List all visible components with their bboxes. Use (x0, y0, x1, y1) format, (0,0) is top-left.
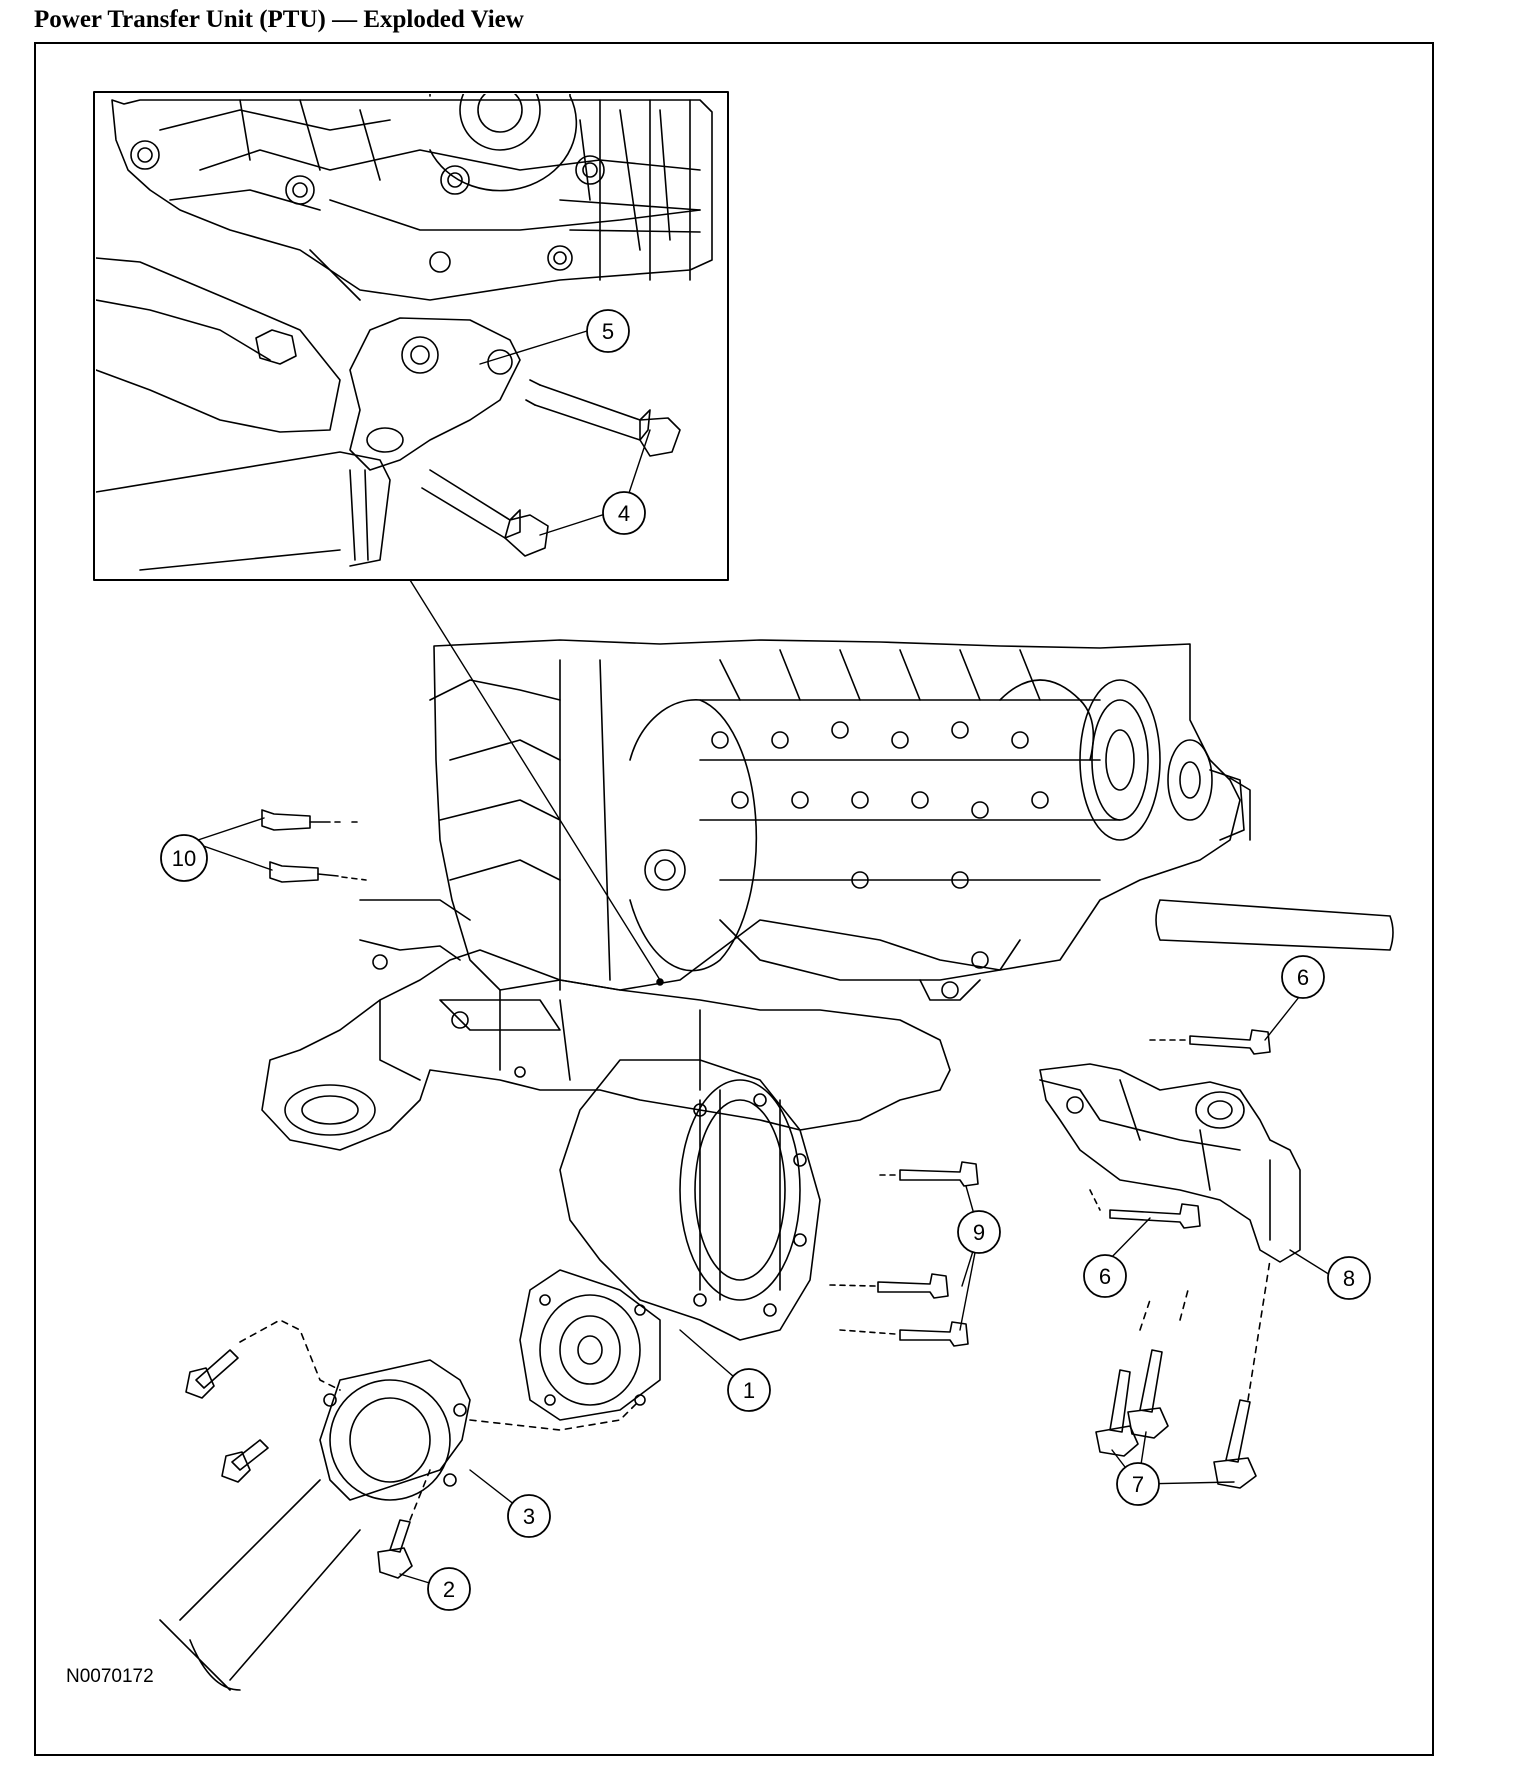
bolts-10 (261, 809, 367, 883)
mount-bracket (1039, 1063, 1301, 1263)
power-transfer-unit (519, 1059, 821, 1421)
bolts-2 (185, 1319, 641, 1579)
ptu-cover-bolts (693, 1093, 807, 1317)
bolts-7 (1095, 1259, 1271, 1489)
callout-3-label: 3 (523, 1504, 535, 1529)
callout-markers (160, 309, 1371, 1611)
detail-inset (93, 91, 729, 581)
callout-4-label: 4 (618, 501, 630, 526)
figure-title: Power Transfer Unit (PTU) — Exploded Vie… (34, 6, 524, 33)
engine-transmission-assembly (429, 639, 1251, 1001)
figure-frame (34, 42, 1434, 1756)
callout-2 (427, 1567, 471, 1611)
callout-6a (1281, 955, 1325, 999)
subframe-crossmember (261, 899, 951, 1151)
callout-7 (1116, 1462, 1160, 1506)
callout-5-label: 5 (602, 319, 614, 344)
figure-id: N0070172 (66, 1666, 154, 1687)
callout-7-label: 7 (1132, 1472, 1144, 1497)
callout-10-label: 10 (172, 846, 196, 871)
callout-6b (1083, 1254, 1127, 1298)
callout-9 (957, 1210, 1001, 1254)
bolts-9 (829, 1161, 979, 1347)
callout-4 (602, 491, 646, 535)
callout-6a-label: 6 (1297, 965, 1309, 990)
callout-1 (727, 1368, 771, 1412)
bolts-6 (1089, 1029, 1271, 1229)
callout-5 (586, 309, 630, 353)
callout-labels: 1 2 3 4 5 6 6 7 8 9 10 (172, 319, 1355, 1602)
callout-8-label: 8 (1343, 1266, 1355, 1291)
callout-9-label: 9 (973, 1220, 985, 1245)
callout-1-label: 1 (743, 1378, 755, 1403)
callout-8 (1327, 1256, 1371, 1300)
halfshaft (1155, 899, 1394, 951)
callout-10 (160, 834, 208, 882)
engine-bolt-heads (711, 721, 1049, 969)
callout-3 (507, 1494, 551, 1538)
callout-6b-label: 6 (1099, 1264, 1111, 1289)
callout-2-label: 2 (443, 1577, 455, 1602)
driveshaft (159, 1359, 471, 1691)
